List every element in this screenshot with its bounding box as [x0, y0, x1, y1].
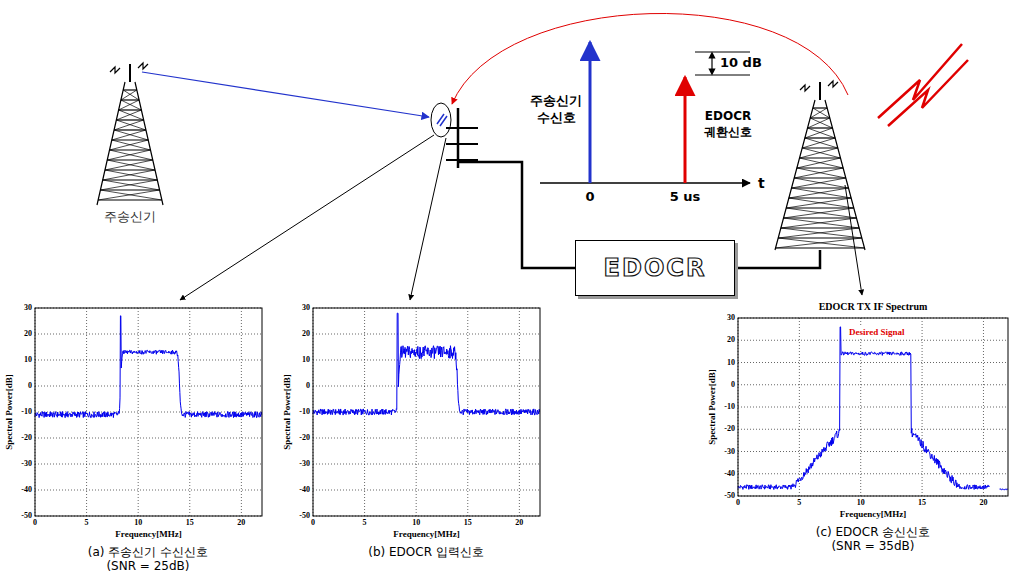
tick-label: 0 [33, 518, 37, 527]
time-tick: 5 us [670, 190, 701, 205]
axis-title: Spectral Power[dB] [4, 374, 14, 450]
receive-antenna [431, 103, 575, 268]
device-box: EDOCR [575, 240, 735, 296]
tick-label: 30 [727, 313, 735, 322]
tick-label: -20 [724, 425, 735, 434]
tick-label: -20 [21, 433, 32, 442]
chart-title: EDOCR TX IF Spectrum [819, 301, 928, 313]
tick-label: 5 [797, 498, 801, 507]
tick-label: 0 [736, 498, 740, 507]
axis-name: t [758, 175, 765, 191]
signal-label: EDOCR 궤환신호 [696, 108, 760, 140]
tick-label: -30 [299, 459, 310, 468]
tick-label: -50 [724, 491, 735, 500]
tick-label: -30 [724, 447, 735, 456]
tick-label: -10 [299, 407, 310, 416]
signal-label: 주송신기 수신호 [527, 92, 585, 126]
annotation: Desired Signal [848, 327, 906, 337]
transmit-bolt [878, 44, 968, 126]
tick-label: 10 [24, 355, 32, 364]
tick-label: 20 [302, 329, 310, 338]
axis-title: Spectral Power[dB] [282, 374, 292, 450]
tick-label: 10 [412, 518, 420, 527]
tick-label: 10 [134, 518, 142, 527]
tick-label: -50 [299, 511, 310, 520]
box-label: EDOCR [604, 254, 707, 282]
axis-title: Spectral Power[dB] [707, 369, 717, 445]
station-label: 주송신기 [104, 210, 156, 225]
tick-label: 10 [302, 355, 310, 364]
tick-label: 10 [857, 498, 865, 507]
tick-label: 30 [302, 303, 310, 312]
tick-label: 20 [24, 329, 32, 338]
tick-label: 20 [237, 518, 245, 527]
axis-title: Frequency[MHz] [115, 529, 181, 539]
tick-label: -40 [21, 485, 32, 494]
level-difference: 10 dB [720, 56, 762, 71]
figure-caption: (a) 주송신기 수신신호 (SNR = 25dB) [78, 545, 218, 573]
tick-label: -30 [21, 459, 32, 468]
tick-label: -20 [299, 433, 310, 442]
tick-label: 10 [727, 358, 735, 367]
feed-line [735, 250, 820, 268]
tick-label: 0 [28, 381, 32, 390]
tick-label: 0 [311, 518, 315, 527]
tower-group [97, 63, 865, 250]
spectrum-plot [313, 308, 540, 516]
tick-label: 15 [464, 518, 472, 527]
antenna-tower [97, 63, 163, 205]
leader-lines [180, 135, 862, 300]
tick-label: 5 [363, 518, 367, 527]
tick-label: -10 [21, 407, 32, 416]
tick-label: -40 [724, 469, 735, 478]
spectrum-plot [35, 308, 262, 516]
tick-label: -10 [724, 402, 735, 411]
tick-label: 5 [85, 518, 89, 527]
tick-label: 15 [186, 518, 194, 527]
tick-label: 30 [24, 303, 32, 312]
figure-caption: (c) EDOCR 송신신호 (SNR = 35dB) [803, 525, 943, 553]
feedback-path [452, 13, 848, 104]
time-tick: 0 [585, 190, 594, 205]
tick-label: 20 [727, 336, 735, 345]
figure-caption: (b) EDOCR 입력신호 [346, 545, 506, 559]
spectrum-plots [35, 308, 1008, 516]
direct-path [142, 72, 429, 117]
tick-label: -40 [299, 485, 310, 494]
spectrum-plot [738, 318, 1008, 496]
tick-label: 15 [918, 498, 926, 507]
tick-label: 20 [979, 498, 987, 507]
tick-label: 20 [515, 518, 523, 527]
axis-title: Frequency[MHz] [393, 529, 459, 539]
tick-label: -50 [21, 511, 32, 520]
tick-label: 0 [731, 380, 735, 389]
tick-label: 0 [306, 381, 310, 390]
axis-title: Frequency[MHz] [840, 509, 906, 519]
